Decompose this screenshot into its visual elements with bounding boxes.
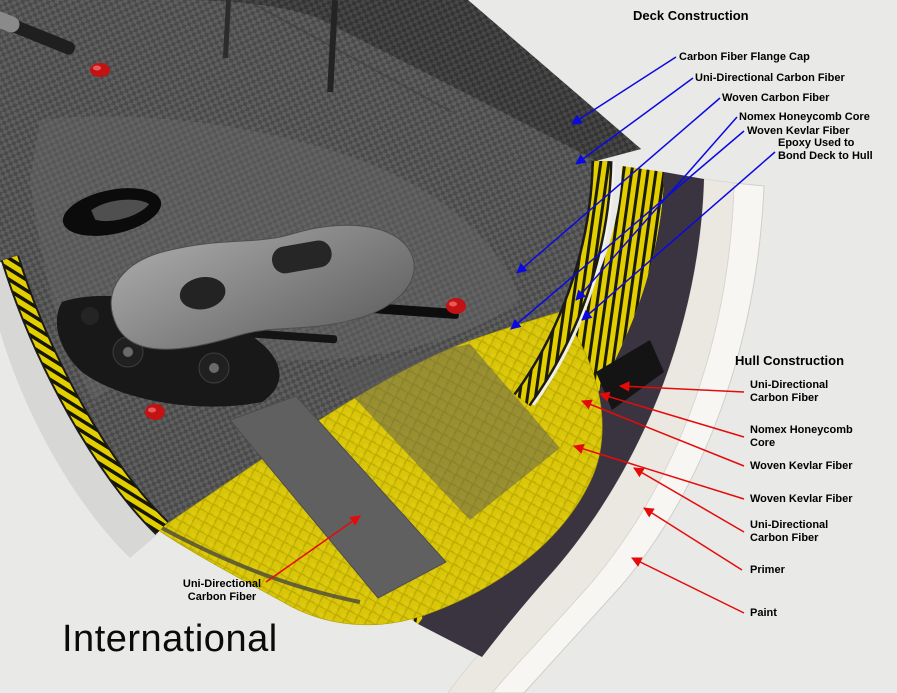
- leader-bottom-uni-carbon: [265, 515, 361, 583]
- label-bottom-uni-directional-carbon-fiber: Uni-Directional Carbon Fiber: [182, 578, 262, 603]
- leader-uni-directional-carbon-fiber-deck: [575, 77, 694, 165]
- leader-hull-uni-carbon-2: [633, 467, 745, 533]
- deck-construction-heading: Deck Construction: [633, 8, 749, 23]
- leader-hull-nomex-core: [598, 391, 745, 438]
- hull-shadow: [0, 262, 158, 558]
- oar-handle: [0, 11, 75, 55]
- brand-international: International: [62, 618, 278, 660]
- seat-wheel-3: [81, 307, 99, 325]
- leader-epoxy-bond: [581, 151, 776, 321]
- left-edge-stripes: [2, 255, 168, 534]
- label-hull-uni-directional-carbon-fiber-1: Uni-Directional Carbon Fiber: [750, 379, 829, 404]
- seat-wheel-2-hub: [209, 363, 219, 373]
- leader-carbon-fiber-flange-cap: [571, 56, 677, 125]
- carbon-wedge-on-kevlar: [330, 344, 560, 520]
- label-deck-uni-directional-carbon-fiber: Uni-Directional Carbon Fiber: [695, 72, 845, 84]
- kevlar-bottom-edge: [161, 526, 361, 604]
- rowing-seat: [110, 224, 415, 350]
- seat-wheel-hub: [123, 347, 133, 357]
- hull-top-carbon-wedge: [596, 340, 664, 410]
- leader-nomex-honeycomb-core-deck: [575, 116, 738, 301]
- leader-primer: [643, 507, 743, 571]
- deck-leader-lines: [510, 56, 776, 330]
- label-primer: Primer: [750, 564, 785, 576]
- label-hull-nomex-honeycomb-core: Nomex Honeycomb Core: [750, 424, 853, 449]
- leader-paint: [631, 557, 745, 614]
- hull-unidirectional-carbon-layer: [418, 172, 704, 657]
- deck-seam: [249, 1, 453, 113]
- label-carbon-fiber-flange-cap: Carbon Fiber Flange Cap: [679, 51, 810, 63]
- label-epoxy-bond-deck-to-hull: Epoxy Used to Bond Deck to Hull: [778, 137, 873, 162]
- label-deck-woven-kevlar-fiber: Woven Kevlar Fiber: [747, 125, 850, 137]
- label-hull-woven-kevlar-fiber-1: Woven Kevlar Fiber: [750, 460, 853, 472]
- leader-woven-kevlar-fiber-deck: [510, 130, 745, 330]
- red-end-caps: [90, 63, 466, 420]
- label-woven-carbon-fiber: Woven Carbon Fiber: [722, 92, 830, 104]
- deck-track-line: [327, 0, 338, 93]
- label-hull-uni-directional-carbon-fiber-2: Uni-Directional Carbon Fiber: [750, 519, 829, 544]
- deck-top-band: [200, 0, 641, 161]
- leader-woven-carbon-fiber: [516, 97, 721, 274]
- hull-exposed-kevlar: [157, 311, 603, 626]
- hull-leader-lines: [265, 381, 745, 614]
- label-hull-woven-kevlar-fiber-2: Woven Kevlar Fiber: [750, 493, 853, 505]
- rowing-seat-assembly: [0, 11, 466, 420]
- leader-hull-uni-carbon-1: [618, 381, 745, 393]
- label-paint: Paint: [750, 607, 777, 619]
- left-honeycomb-edge: [0, 255, 169, 535]
- deck-track-line-2: [222, 0, 231, 59]
- hull-construction-heading: Hull Construction: [735, 353, 845, 368]
- label-deck-nomex-honeycomb-core: Nomex Honeycomb Core: [739, 111, 870, 123]
- leader-hull-woven-kevlar-1: [581, 399, 745, 467]
- cockpit-opening: [62, 188, 162, 236]
- leader-hull-woven-kevlar-2: [572, 443, 745, 500]
